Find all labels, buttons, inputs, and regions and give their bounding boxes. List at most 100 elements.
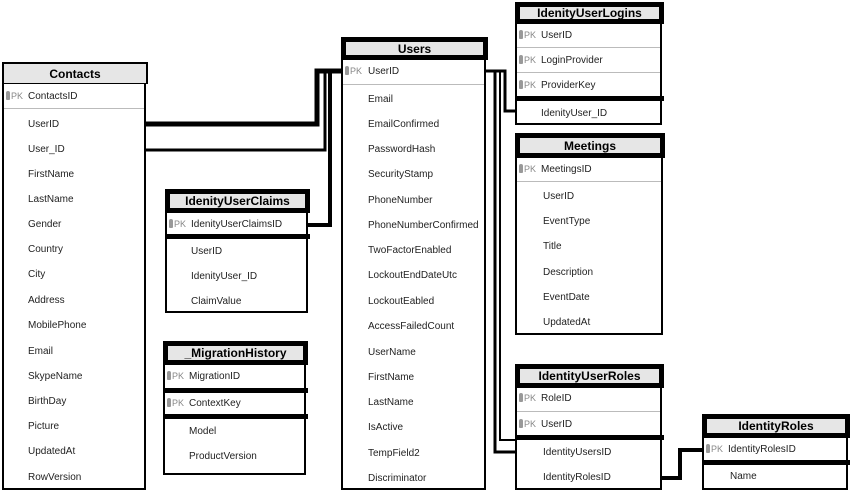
field-discriminator: Discriminator [368, 472, 427, 484]
field-row: Email [343, 88, 484, 110]
pk-icon: PK [519, 29, 536, 40]
field-identityusersid: IdentityUsersID [543, 446, 612, 458]
field-row: Country [4, 238, 144, 260]
field-isactive: IsActive [368, 421, 404, 433]
field-securitystamp: SecurityStamp [368, 168, 434, 180]
pk-field-row: PK IdentityRolesID [704, 438, 846, 460]
field-row: FirstName [4, 163, 144, 185]
pk-icon: PK [167, 370, 184, 381]
pk-field-row: PK ProviderKey [517, 74, 660, 96]
field-row: LockoutEabled [343, 290, 484, 312]
table-users[interactable]: Users PK UserID Email EmailConfirmed Pas… [341, 37, 488, 490]
field-eventdate: EventDate [543, 291, 590, 303]
field-row: FirstName [343, 366, 484, 388]
field-row: TwoFactorEnabled [343, 239, 484, 261]
pk-field-row: PK ContextKey [165, 392, 304, 414]
field-row: UserID [4, 113, 144, 135]
table-identity-user-roles[interactable]: IdentityUserRoles PK RoleID PK UserID Id… [515, 364, 664, 490]
field-userid: UserID [28, 118, 60, 130]
pk-field-row: PK RoleID [517, 387, 660, 409]
field-row: IdentityUsersID [517, 441, 660, 463]
relation-contacts-users-2 [146, 71, 327, 152]
pk-field-row: PK IdenityUserClaimsID [167, 213, 306, 235]
pk-field-row: PK UserID [517, 24, 660, 46]
field-identityrolesid: IdentityRolesID [543, 471, 611, 483]
field-identityrolesid: IdentityRolesID [728, 443, 796, 455]
field-model: Model [189, 425, 217, 437]
field-row: PhoneNumber [343, 189, 484, 211]
pk-divider [163, 388, 308, 393]
table-idenity-user-claims-title: IdenityUserClaims [165, 189, 310, 213]
field-idenityuser-id: IdenityUser_ID [191, 270, 258, 282]
pk-field-row: PK ContactsID [4, 85, 144, 107]
table-contacts-title: Contacts [2, 62, 148, 84]
field-mobilephone: MobilePhone [28, 319, 87, 331]
field-picture: Picture [28, 420, 60, 432]
field-phonenumberconfirmed: PhoneNumberConfirmed [368, 219, 479, 231]
pk-separator [517, 72, 660, 73]
pk-field-row: PK UserID [517, 413, 660, 435]
field-lockoutenddateutc: LockoutEndDateUtc [368, 269, 457, 281]
field-row: City [4, 263, 144, 285]
field-userid: UserID [541, 418, 573, 430]
pk-icon: PK [706, 443, 723, 454]
table-identity-roles-title: IdentityRoles [702, 414, 850, 438]
pk-divider [165, 234, 310, 239]
field-roleid: RoleID [541, 392, 572, 404]
relation-claims-users [308, 71, 332, 227]
field-row: SkypeName [4, 365, 144, 387]
field-rowversion: RowVersion [28, 471, 82, 483]
field-row: UpdatedAt [4, 440, 144, 462]
field-idenityuserclaimsid: IdenityUserClaimsID [191, 218, 283, 230]
pk-icon: PK [167, 397, 184, 408]
field-row: BirthDay [4, 390, 144, 412]
relation-contacts-users [146, 68, 341, 127]
field-row: PhoneNumberConfirmed [343, 214, 484, 236]
relation-userroles-roles [660, 448, 702, 480]
pk-icon: PK [6, 90, 23, 101]
field-username: UserName [368, 346, 416, 358]
field-row: Discriminator [343, 467, 484, 489]
pk-field-row: PK UserID [343, 60, 484, 82]
field-row: LockoutEndDateUtc [343, 264, 484, 286]
field-address: Address [28, 294, 65, 306]
field-name: Name [730, 470, 757, 482]
pk-icon: PK [519, 163, 536, 174]
table-users-title: Users [341, 37, 488, 60]
pk-divider [515, 96, 664, 101]
pk-separator [4, 108, 144, 109]
table-migration-history-title: _MigrationHistory [163, 341, 308, 365]
field-twofactorenabled: TwoFactorEnabled [368, 244, 452, 256]
field-row: UserID [517, 185, 661, 207]
pk-separator [517, 411, 660, 412]
relation-users-roles [486, 69, 515, 454]
field-tempfield2: TempField2 [368, 447, 420, 459]
field-lastname: LastName [368, 396, 414, 408]
pk-divider [515, 435, 664, 440]
relation-users-roles-2 [499, 71, 515, 441]
field-country: Country [28, 243, 64, 255]
field-row: Description [517, 261, 661, 283]
field-title: Title [543, 240, 562, 252]
field-row: Address [4, 289, 144, 311]
field-row: UserID [167, 240, 306, 262]
field-row: Picture [4, 415, 144, 437]
table-contacts[interactable]: Contacts PK ContactsID UserID User_ID Fi… [2, 62, 148, 490]
field-row: RowVersion [4, 466, 144, 488]
field-row: LastName [343, 391, 484, 413]
field-row: MobilePhone [4, 314, 144, 336]
pk-separator [343, 84, 484, 85]
field-loginprovider: LoginProvider [541, 54, 603, 66]
field-gender: Gender [28, 218, 62, 230]
field-row: ProductVersion [165, 445, 304, 467]
field-userid: UserID [368, 65, 400, 77]
field-row: Model [165, 420, 304, 442]
table-meetings[interactable]: Meetings PK MeetingsID UserID EventType … [515, 133, 665, 335]
field-migrationid: MigrationID [189, 370, 241, 382]
field-firstname: FirstName [28, 168, 75, 180]
table-idenity-user-claims[interactable]: IdenityUserClaims PK IdenityUserClaimsID… [165, 189, 310, 313]
table-migration-history[interactable]: _MigrationHistory PK MigrationID PK Cont… [163, 341, 308, 475]
field-skypename: SkypeName [28, 370, 83, 382]
table-idenity-user-logins[interactable]: IdenityUserLogins PK UserID PK LoginProv… [515, 2, 664, 125]
table-identity-roles[interactable]: IdentityRoles PK IdentityRolesID Name [702, 414, 850, 490]
